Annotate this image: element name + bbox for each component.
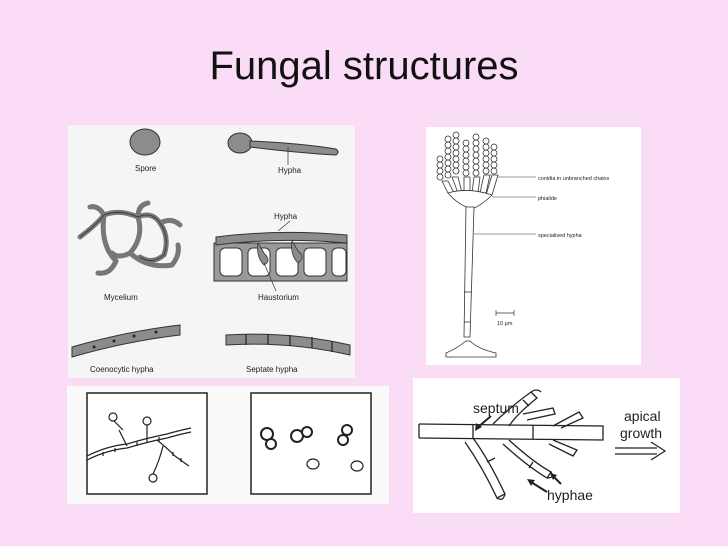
haustorium-label: Haustorium bbox=[258, 293, 299, 302]
hyphae-sketch-drawing bbox=[86, 392, 372, 495]
hyphae-sketch-panel bbox=[67, 386, 389, 504]
branched-hypha-with-spores bbox=[86, 419, 192, 475]
hyphae-arrowhead-2 bbox=[550, 473, 557, 480]
hyphae-arrow-1 bbox=[530, 481, 548, 493]
spore-dot-1 bbox=[108, 412, 118, 422]
fungal-structures-drawing: Spore Hypha Mycelium bbox=[71, 128, 351, 374]
spore-dot-2 bbox=[142, 416, 152, 426]
specialised-label: specialised hypha bbox=[538, 233, 583, 239]
fungal-structures-panel: Spore Hypha Mycelium bbox=[68, 125, 355, 378]
mycelium-network bbox=[77, 200, 183, 276]
coenocytic-hypha-shape bbox=[71, 324, 181, 358]
left-field-frame bbox=[86, 392, 208, 495]
septate-hypha-shape bbox=[225, 333, 351, 356]
hyphal-branches bbox=[418, 389, 604, 500]
hyphae-label: hyphae bbox=[547, 487, 593, 503]
haustoria-shapes bbox=[257, 239, 303, 266]
septum-arrowhead bbox=[475, 423, 482, 431]
metulae bbox=[447, 190, 493, 210]
mycelium-label: Mycelium bbox=[104, 293, 138, 302]
conidia-label: conidia in unbranched chains bbox=[538, 176, 609, 182]
foot-cell bbox=[445, 340, 497, 358]
conidiophore-drawing: conidia in unbranched chains phialide sp… bbox=[436, 131, 609, 358]
apical-label-line1: apical bbox=[624, 408, 661, 424]
coenocytic-label: Coenocytic hypha bbox=[90, 365, 154, 374]
spore-dot-3 bbox=[148, 473, 158, 483]
apical-label-line2: growth bbox=[620, 425, 662, 441]
apical-growth-drawing: septum apical growth hyphae bbox=[418, 389, 667, 503]
septate-label: Septate hypha bbox=[246, 365, 298, 374]
germinating-spore-shape bbox=[227, 132, 253, 154]
hypha-on-host bbox=[215, 231, 348, 246]
apical-growth-panel: septum apical growth hyphae bbox=[413, 378, 680, 513]
phialide-label: phialide bbox=[538, 196, 557, 202]
germ-tube-shape bbox=[249, 140, 339, 156]
spore-label: Spore bbox=[135, 164, 157, 173]
scale-label: 10 µm bbox=[497, 321, 513, 327]
conidiophore-stalk bbox=[463, 206, 475, 338]
septum-label: septum bbox=[473, 400, 519, 416]
host-cells bbox=[213, 242, 348, 282]
hypha2-label: Hypha bbox=[274, 212, 298, 221]
hypha-label: Hypha bbox=[278, 166, 302, 175]
hyphae-arrowhead-1 bbox=[527, 479, 535, 486]
budding-spores bbox=[260, 424, 353, 450]
growth-arrow bbox=[615, 441, 667, 461]
scale-bar bbox=[495, 310, 515, 316]
slide-title: Fungal structures bbox=[209, 44, 519, 88]
spore-shape bbox=[129, 128, 161, 156]
haustorium-pointer bbox=[263, 262, 277, 292]
conidia-chains bbox=[436, 131, 498, 181]
hypha2-pointer bbox=[277, 220, 291, 232]
conidiophore-panel: conidia in unbranched chains phialide sp… bbox=[426, 127, 641, 365]
